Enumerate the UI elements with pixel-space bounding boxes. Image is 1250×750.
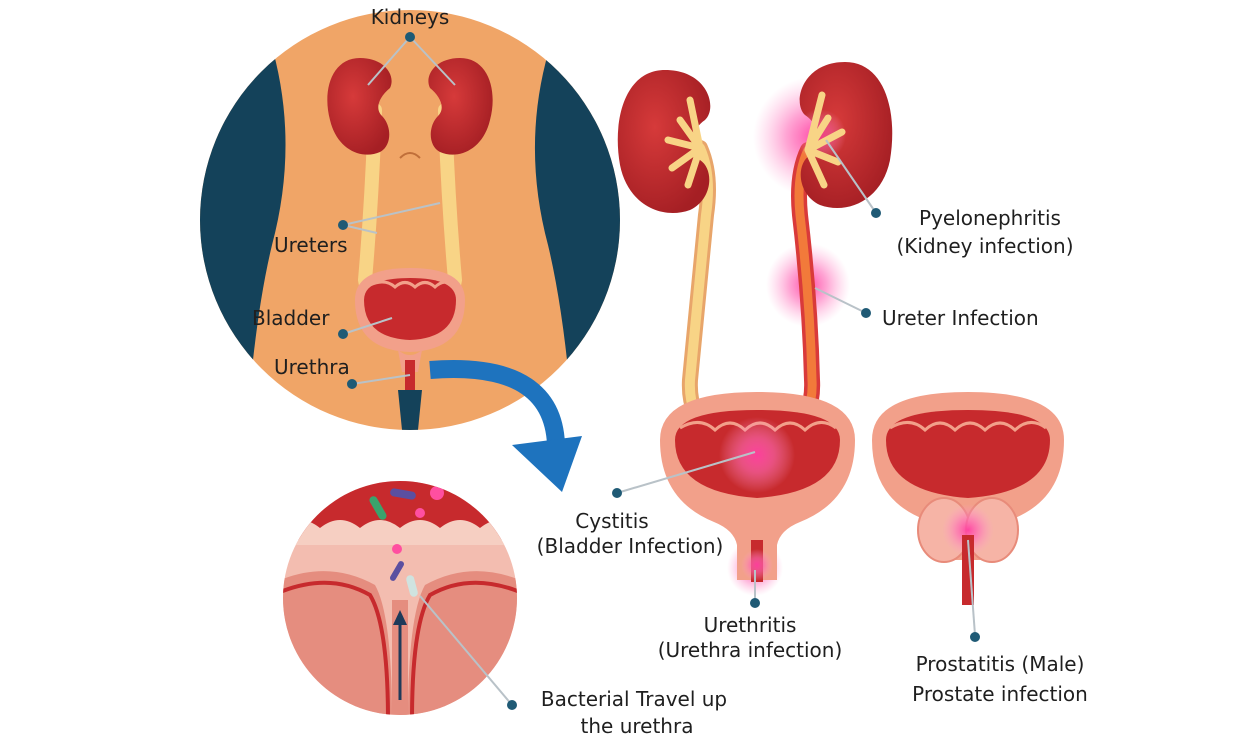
label-ureter-infection: Ureter Infection [882,306,1039,330]
infection-sites [617,62,1064,605]
bacterium-pale [406,575,418,597]
label-bacterial-line2: the urethra [581,714,694,738]
bacterium-green [369,496,387,520]
pelvic-tissue [283,571,517,715]
leg-gap-shadow [398,390,422,430]
label-ureters: Ureters [274,233,348,257]
label-bladder-infection: (Bladder Infection) [537,534,724,558]
labels: Kidneys Ureters Bladder Urethra Pyelonep… [252,5,1088,738]
kidney-right [428,58,493,155]
label-prostatitis: Prostatitis (Male) [916,652,1085,676]
bladder [364,278,456,340]
zoom-arrow [429,360,582,492]
bacterium-purple-2 [390,561,404,581]
kidney-left [327,58,392,155]
zoom-circle [281,479,519,717]
bladder-detail [660,392,855,596]
leader-dots [338,32,980,710]
label-urethra: Urethra [274,355,350,379]
prostate-infection-glow [942,504,994,556]
male-bladder-inner [886,410,1050,498]
label-bacterial-line1: Bacterial Travel up [541,687,727,711]
bladder-lining [283,520,517,545]
body-overview-circle [198,8,622,432]
bacterium-pink-1 [430,486,444,500]
right-renal-pelvis [804,91,846,189]
bacterium-pink-3 [392,544,402,554]
label-urethritis: Urethritis [704,613,797,637]
up-arrow-head [393,610,407,625]
bladder-rim [369,280,454,290]
label-kidneys: Kidneys [371,5,450,29]
label-urethra-infection: (Urethra infection) [658,638,843,662]
bacterium-pink-2 [415,508,425,518]
label-cystitis: Cystitis [575,509,648,533]
male-bladder [872,392,1064,605]
label-prostate-infection: Prostate infection [912,682,1088,706]
leader-lines [342,36,976,706]
label-bladder: Bladder [252,306,330,330]
bacterium-purple [390,488,416,500]
label-pyelonephritis: Pyelonephritis [919,206,1061,230]
label-kidney-infection: (Kidney infection) [896,234,1073,258]
navel-mark [399,152,421,159]
left-renal-pelvis [664,96,704,189]
arrow-head [512,436,582,492]
bladder-infection-glow [719,417,795,493]
arrow-shaft [429,360,566,456]
